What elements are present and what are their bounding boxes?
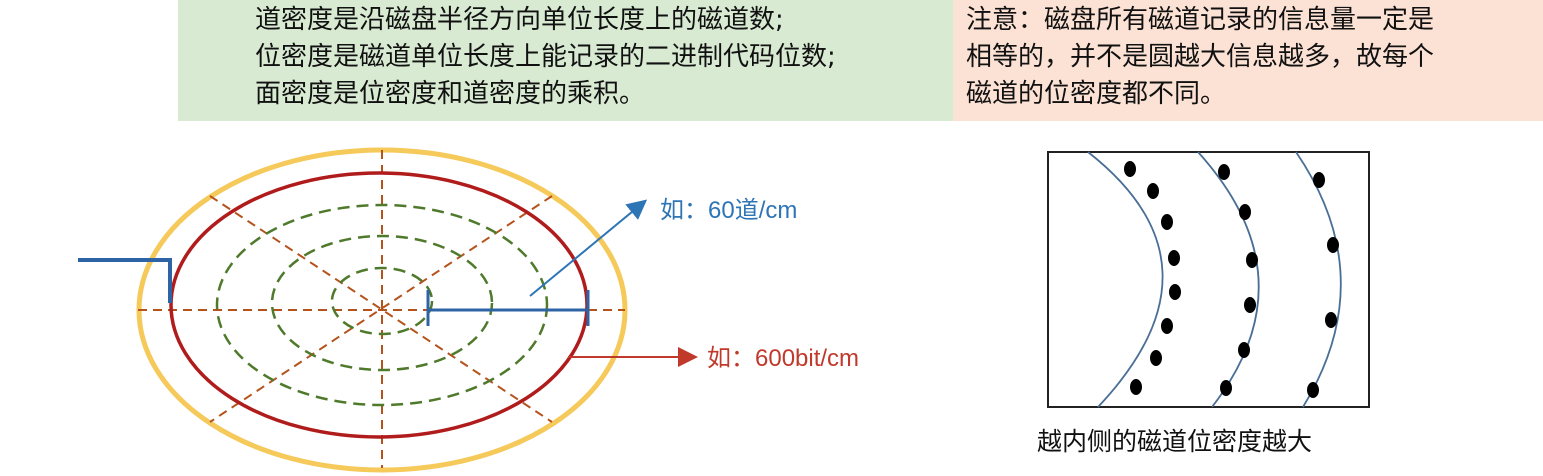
disk-diagram: 如：60道/cm 如：600bit/cm (78, 147, 859, 473)
bit-dot (1220, 380, 1232, 396)
note-line-3: 磁道的位密度都不同。 (966, 79, 1227, 109)
bit-dot (1239, 204, 1251, 220)
outer-track-bits (1307, 172, 1339, 398)
bit-dot (1169, 284, 1181, 300)
bit-dot (1130, 379, 1142, 395)
areal-density-definition: 面密度是位密度和道密度的乘积。 (255, 79, 646, 109)
track-density-definition: 道密度是沿磁盘半径方向单位长度上的磁道数; (255, 5, 784, 35)
bit-dot (1244, 297, 1256, 313)
bit-dot (1218, 164, 1230, 180)
inner-track-3 (330, 266, 434, 336)
bit-dot (1150, 350, 1162, 366)
track-density-arrow (529, 199, 648, 297)
outer-track (169, 171, 589, 439)
track-density-label: 如：60道/cm (660, 197, 797, 224)
bit-density-caption: 越内侧的磁道位密度越大 (1037, 427, 1313, 456)
bit-dot (1168, 250, 1180, 266)
note-panel (953, 0, 1543, 121)
radial-line-diagonal-2 (209, 195, 553, 423)
inner-track-2 (270, 234, 494, 372)
bit-density-label: 如：600bit/cm (707, 345, 859, 372)
middle-track-bits (1218, 164, 1258, 396)
note-line-1: 注意：磁盘所有磁道记录的信息量一定是 (966, 5, 1435, 35)
bit-dot (1246, 252, 1258, 268)
bit-dot (1161, 318, 1173, 334)
track-comparison-frame (1047, 151, 1370, 408)
definitions-panel (178, 0, 953, 121)
bit-dot (1124, 161, 1136, 177)
bit-dot (1238, 342, 1250, 358)
bit-dot (1325, 312, 1337, 328)
bit-dot (1307, 382, 1319, 398)
bit-dot (1313, 172, 1325, 188)
bit-dot (1147, 183, 1159, 199)
read-write-head-arm (78, 258, 172, 303)
definitions-text: 道密度是沿磁盘半径方向单位长度上的磁道数; 位密度是磁道单位长度上能记录的二进制… (255, 2, 836, 113)
middle-track-arc (1197, 151, 1260, 408)
inner-track-1 (215, 203, 549, 407)
bit-density-definition: 位密度是磁道单位长度上能记录的二进制代码位数; (255, 42, 836, 72)
inner-track-arc (1087, 151, 1164, 408)
inner-track-bits (1124, 161, 1181, 395)
bit-dot (1161, 214, 1173, 230)
bit-density-diagram (1047, 151, 1370, 408)
track-density-ruler (426, 290, 590, 326)
bit-dot (1327, 237, 1339, 253)
note-line-2: 相等的，并不是圆越大信息越多，故每个 (966, 42, 1435, 72)
note-text: 注意：磁盘所有磁道记录的信息量一定是 相等的，并不是圆越大信息越多，故每个 磁道… (966, 2, 1434, 113)
inner-tracks (215, 203, 549, 407)
